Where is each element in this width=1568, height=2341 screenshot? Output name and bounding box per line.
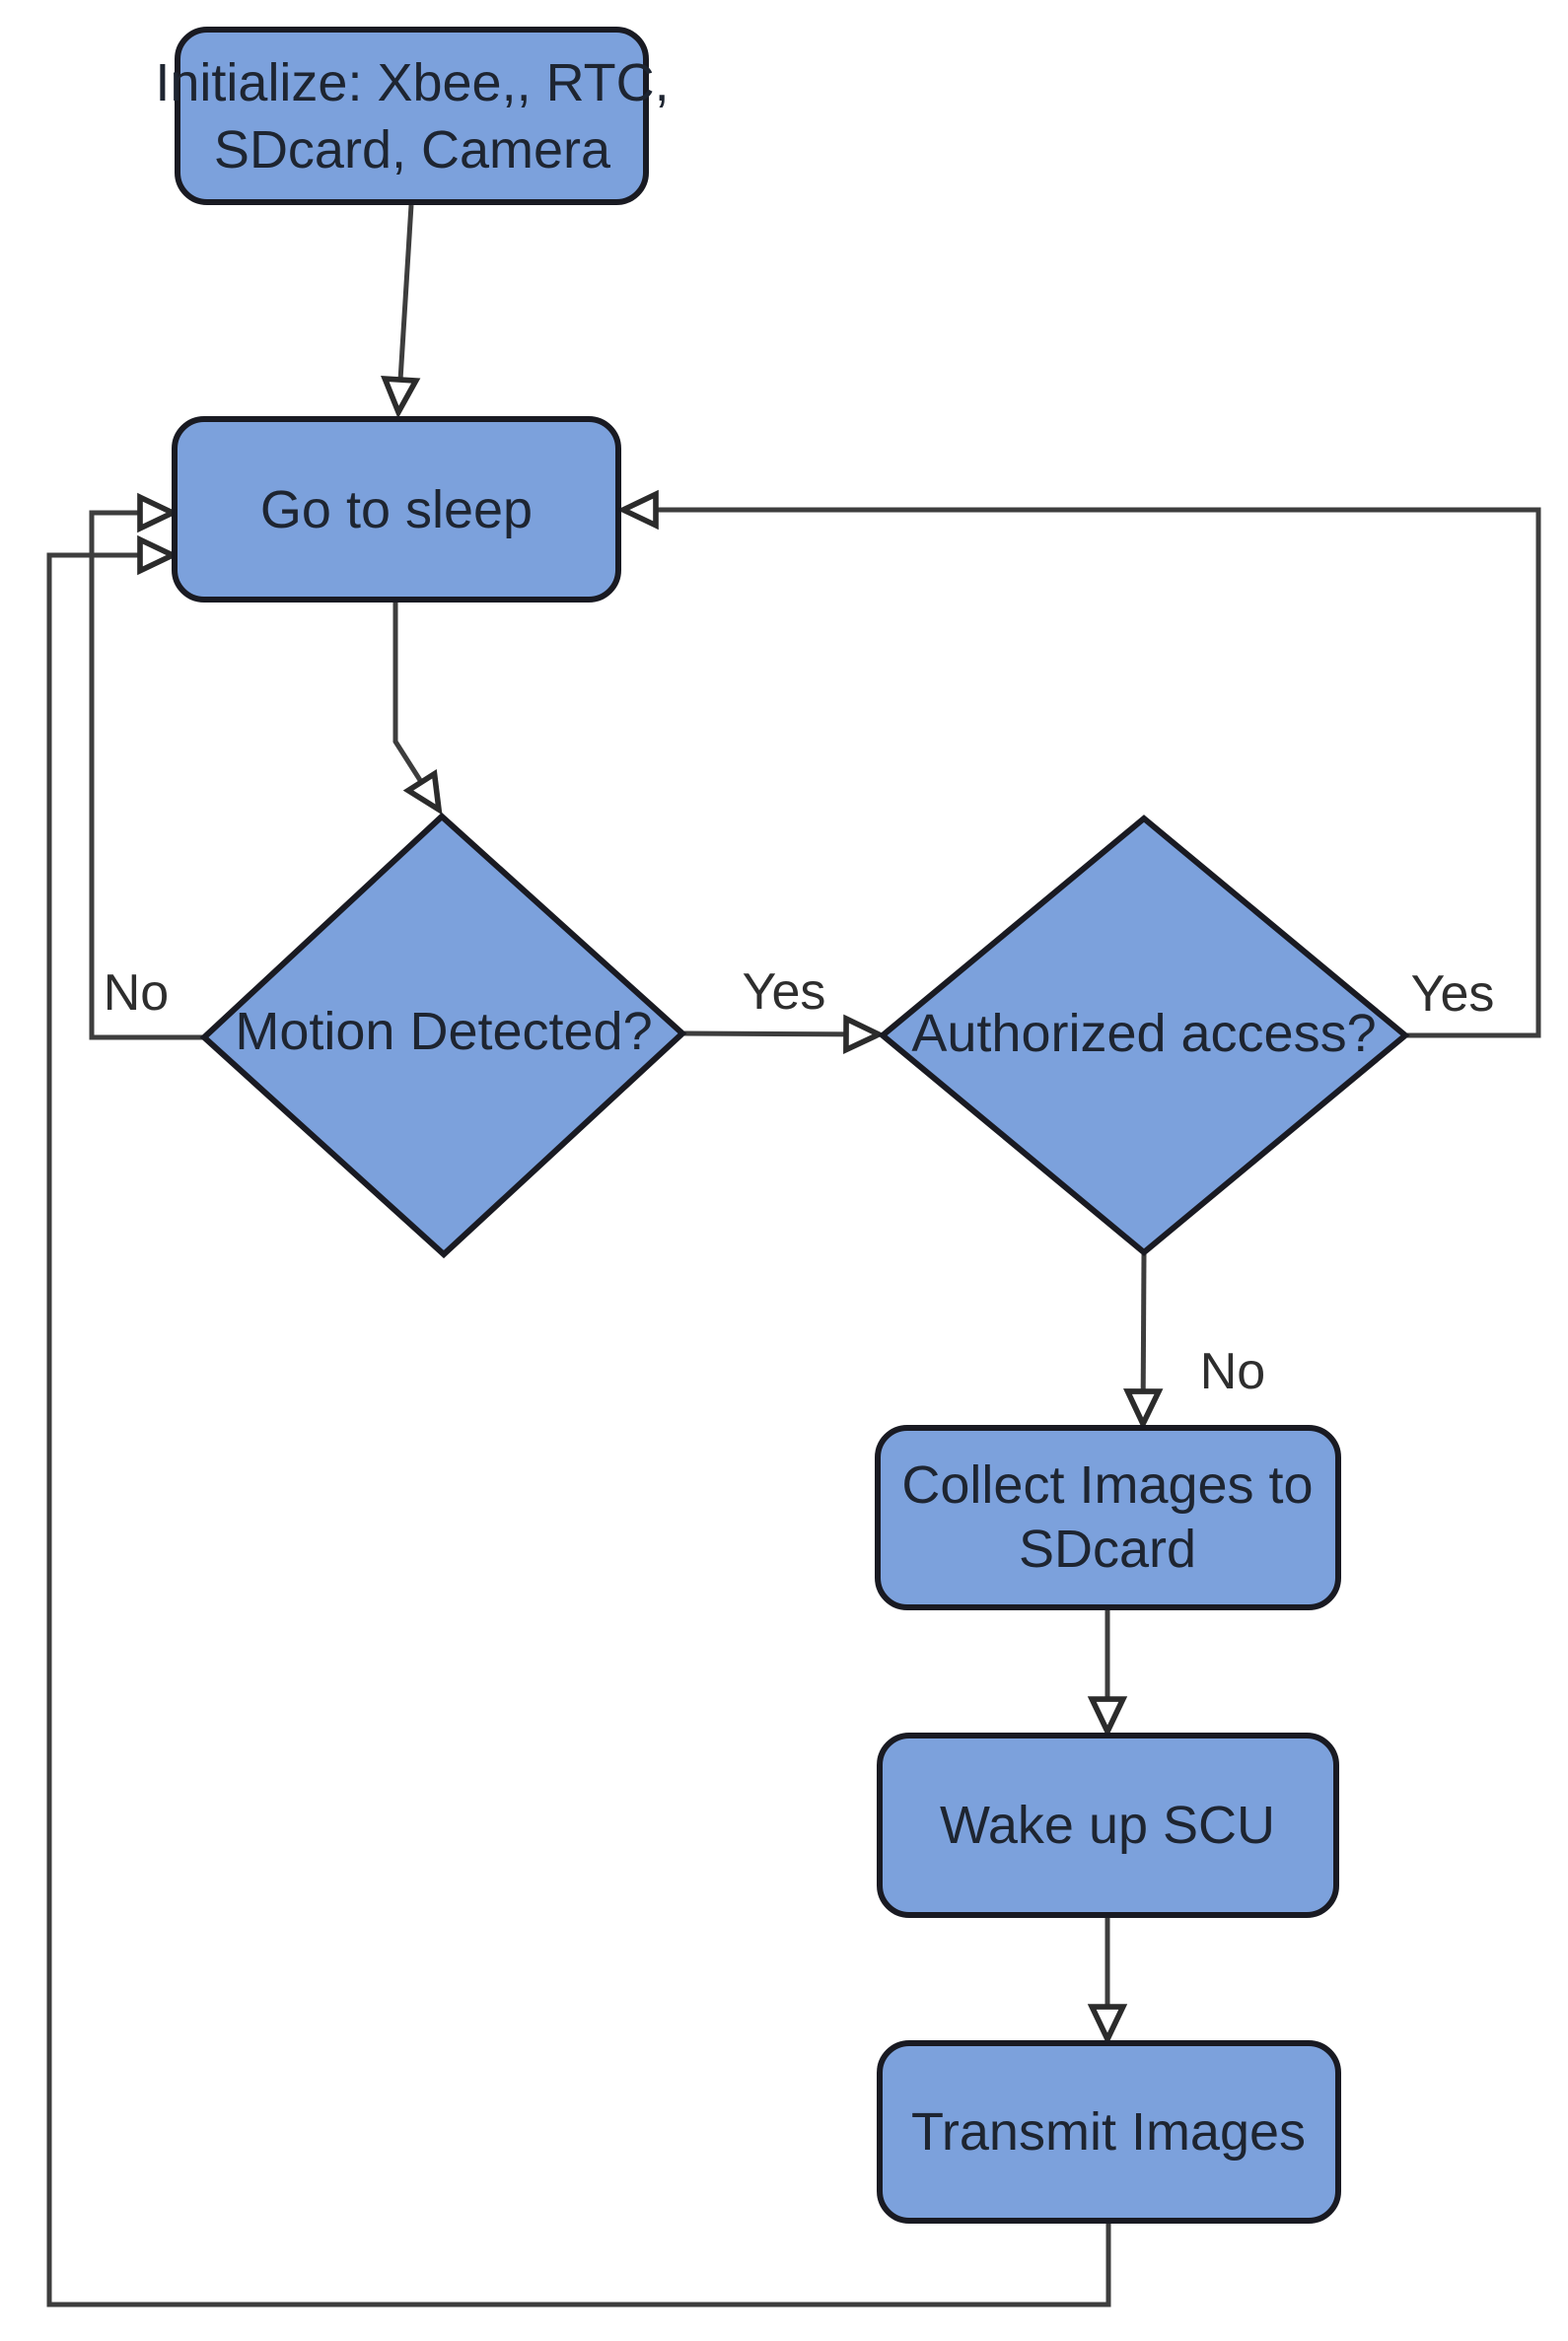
node-authorized-access: Authorized access? <box>878 815 1410 1256</box>
node-collect-images-label-line2: SDcard <box>1019 1520 1196 1579</box>
node-initialize-label-line1: Initialize: Xbee,, RTC, <box>155 53 669 112</box>
node-collect-images: Collect Images to SDcard <box>875 1425 1341 1610</box>
edge-label-authorized-no: No <box>1200 1343 1265 1400</box>
nodes-layer: Initialize: Xbee,, RTC, SDcard, Camera G… <box>155 27 1410 2224</box>
node-motion-detected-shape <box>199 812 687 1259</box>
node-transmit-images-label: Transmit Images <box>911 2102 1306 2162</box>
edge-labels-layer: No Yes Yes No <box>104 963 1495 1400</box>
edge-sleep-to-motion <box>392 602 439 810</box>
node-transmit-images: Transmit Images <box>877 2040 1341 2224</box>
edge-motion-no-to-sleep <box>89 513 204 1040</box>
node-go-to-sleep-shape <box>172 416 621 603</box>
node-collect-images-label-line1: Collect Images to <box>901 1455 1313 1515</box>
edge-label-motion-no: No <box>104 964 169 1022</box>
node-motion-detected: Motion Detected? <box>199 812 687 1259</box>
edge-authorized-no-to-collect <box>1143 1253 1144 1424</box>
node-authorized-access-label: Authorized access? <box>911 1004 1376 1063</box>
node-motion-detected-label: Motion Detected? <box>235 1002 652 1061</box>
node-go-to-sleep-label: Go to sleep <box>260 480 533 539</box>
node-wake-up-scu-label: Wake up SCU <box>940 1796 1275 1855</box>
node-wake-up-scu: Wake up SCU <box>877 1733 1339 1918</box>
edges-layer <box>46 204 1541 2307</box>
node-wake-up-scu-shape <box>877 1733 1339 1918</box>
node-initialize: Initialize: Xbee,, RTC, SDcard, Camera <box>155 27 670 205</box>
edge-label-authorized-yes: Yes <box>1411 965 1495 1023</box>
node-go-to-sleep: Go to sleep <box>172 416 621 603</box>
node-collect-images-shape <box>875 1425 1341 1610</box>
node-initialize-label-line2: SDcard, Camera <box>214 120 611 179</box>
edge-label-motion-yes: Yes <box>743 963 826 1021</box>
node-transmit-images-shape <box>877 2040 1341 2224</box>
edge-authorized-yes-to-sleep <box>623 510 1541 1038</box>
edge-transmit-to-sleep <box>46 555 1111 2307</box>
edge-initialize-to-sleep <box>398 204 411 412</box>
node-authorized-access-shape <box>878 815 1410 1256</box>
edge-motion-yes-to-authorized <box>683 1033 879 1034</box>
node-initialize-shape <box>175 27 649 205</box>
